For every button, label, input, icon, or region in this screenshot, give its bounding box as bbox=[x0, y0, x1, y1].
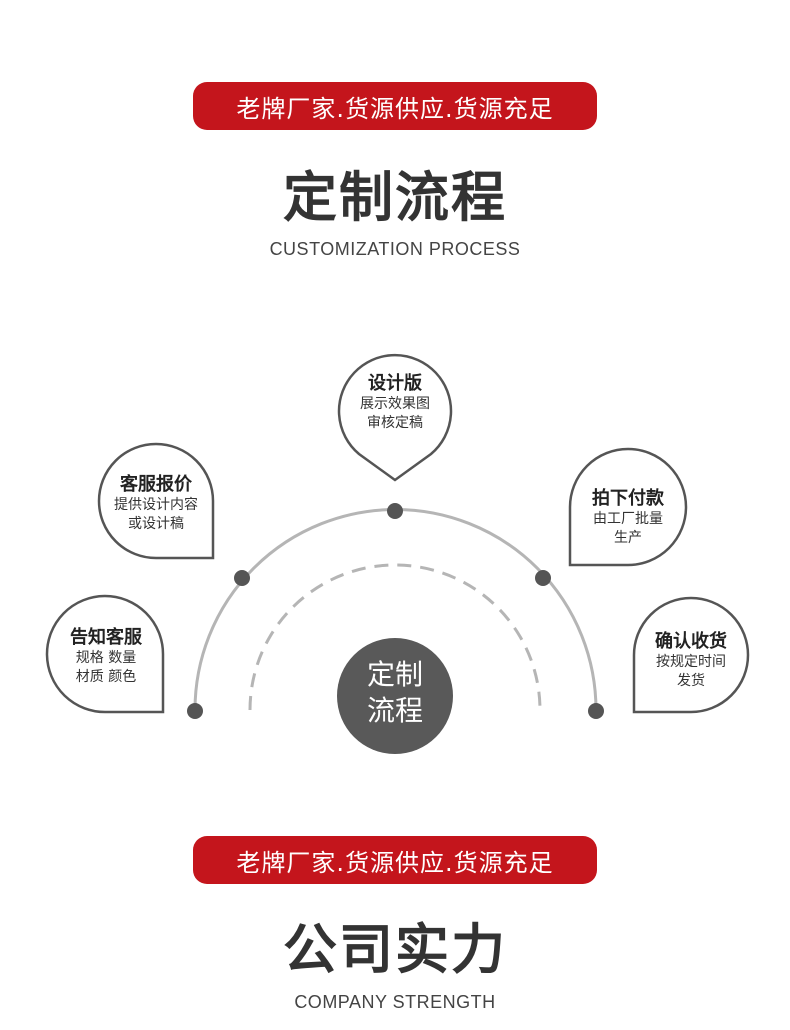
top-banner: 老牌厂家.货源供应.货源充足 bbox=[193, 82, 597, 130]
center-label-line2: 流程 bbox=[366, 694, 423, 727]
step-5-line2: 发货 bbox=[677, 673, 705, 689]
center-circle bbox=[337, 638, 453, 754]
step-4-line2: 生产 bbox=[614, 530, 642, 546]
step-1-title: 告知客服 bbox=[70, 627, 142, 648]
step-1-text: 告知客服 规格 数量 材质 颜色 bbox=[46, 627, 166, 687]
step-3-title: 设计版 bbox=[368, 373, 422, 394]
bubble-step-1 bbox=[45, 594, 165, 714]
arc-node-3 bbox=[387, 503, 403, 519]
center-label: 定制 流程 bbox=[335, 657, 455, 729]
step-5-title: 确认收货 bbox=[655, 631, 727, 652]
step-3-line2: 审核定稿 bbox=[367, 415, 423, 431]
section-title-company: 公司实力 bbox=[283, 918, 507, 981]
top-banner-text: 老牌厂家.货源供应.货源充足 bbox=[236, 94, 554, 123]
bubble-step-2 bbox=[97, 442, 215, 560]
step-1-line1: 规格 数量 bbox=[75, 650, 137, 666]
step-1-line2: 材质 颜色 bbox=[75, 669, 137, 685]
step-5-line1: 按规定时间 bbox=[656, 654, 726, 670]
arc-node-4 bbox=[535, 570, 551, 586]
section-subtitle-company: COMPANY STRENGTH bbox=[294, 992, 496, 1012]
center-label-line1: 定制 bbox=[366, 658, 423, 691]
arc-node-1 bbox=[187, 703, 203, 719]
step-2-line2: 或设计稿 bbox=[128, 516, 184, 532]
section-subtitle-customization: CUSTOMIZATION PROCESS bbox=[269, 239, 521, 259]
bubble-step-3 bbox=[337, 353, 453, 482]
bubble-step-4 bbox=[568, 447, 688, 567]
arc-node-5 bbox=[588, 703, 604, 719]
arc-node-2 bbox=[234, 570, 250, 586]
step-3-text: 设计版 展示效果图 审核定稿 bbox=[335, 373, 455, 433]
inner-dashed-arc bbox=[248, 563, 542, 711]
bubble-step-5 bbox=[632, 596, 750, 714]
bottom-banner-text: 老牌厂家.货源供应.货源充足 bbox=[236, 848, 554, 877]
section-title-customization: 定制流程 bbox=[283, 166, 507, 229]
step-3-line1: 展示效果图 bbox=[360, 396, 430, 412]
step-5-text: 确认收货 按规定时间 发货 bbox=[631, 631, 751, 691]
step-2-title: 客服报价 bbox=[120, 474, 192, 495]
step-4-title: 拍下付款 bbox=[592, 488, 664, 509]
step-2-text: 客服报价 提供设计内容 或设计稿 bbox=[96, 474, 216, 534]
bottom-banner: 老牌厂家.货源供应.货源充足 bbox=[193, 836, 597, 884]
step-2-line1: 提供设计内容 bbox=[114, 497, 198, 513]
step-4-line1: 由工厂批量 bbox=[593, 511, 663, 527]
step-4-text: 拍下付款 由工厂批量 生产 bbox=[568, 488, 688, 548]
